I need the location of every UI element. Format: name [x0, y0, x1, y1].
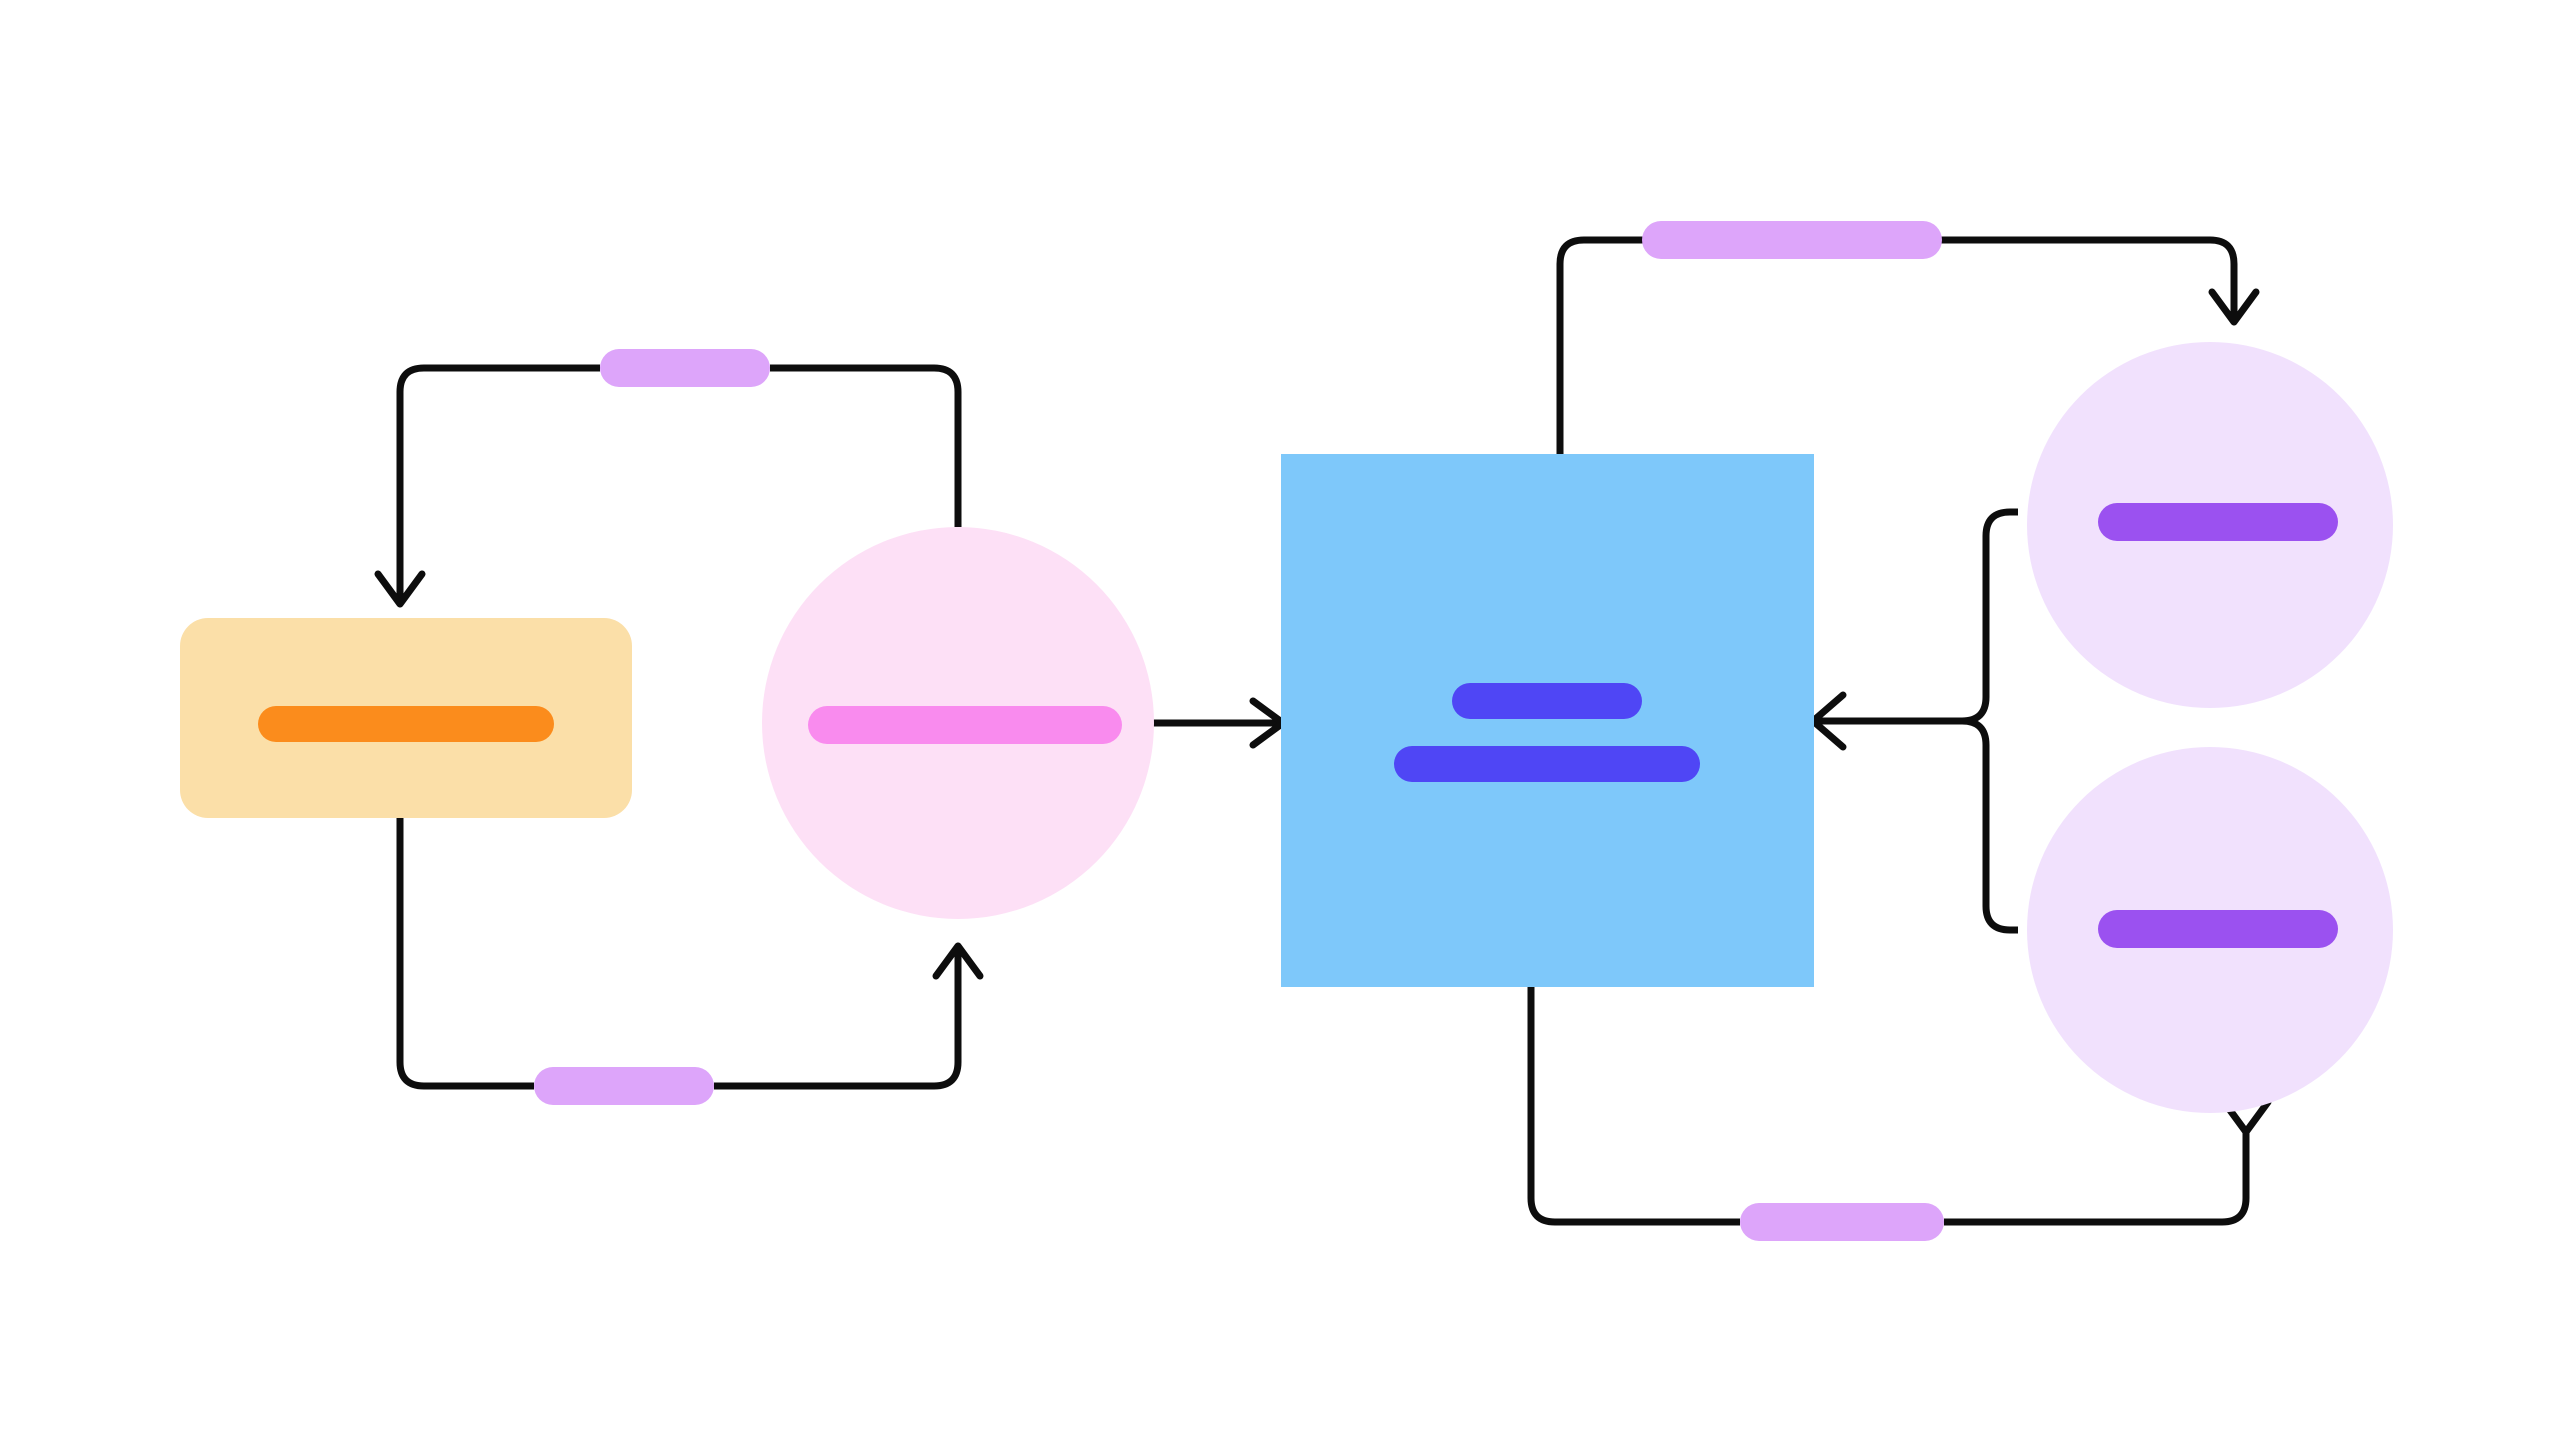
- purple-circle-node-top[interactable]: [2027, 342, 2393, 708]
- blue-square-node-text-bar-2: [1394, 746, 1700, 782]
- edge-orange-to-pink-circle-bottom-loop: [396, 818, 984, 1090]
- edge-label-pill-label-top-left[interactable]: [600, 349, 770, 387]
- purple-circle-node-top-text-bar-1: [2098, 503, 2338, 541]
- edge-blue-square-to-purple-circle-bottom-arrowhead: [2220, 1098, 2272, 1136]
- orange-rounded-rect-node-text-bar-1: [258, 706, 554, 742]
- edge-blue-square-to-purple-circle-bottom-segment-1[interactable]: [1527, 987, 1740, 1226]
- purple-circle-node-bottom-text-bar-1: [2098, 910, 2338, 948]
- edge-blue-square-to-purple-circle-top-segment-2[interactable]: [1830, 236, 2238, 318]
- edges-layer: [374, 236, 2272, 1226]
- edge-label-pill-label-bottom-left[interactable]: [534, 1067, 714, 1105]
- edge-label-pill-label-top-right[interactable]: [1642, 221, 1942, 259]
- edge-pink-circle-to-orange-top-loop-segment-2[interactable]: [396, 364, 600, 600]
- edge-labels-layer: [534, 221, 1944, 1241]
- edge-label-pill-label-bottom-right[interactable]: [1740, 1203, 1944, 1241]
- nodes-layer: [180, 342, 2393, 1113]
- pink-circle-node[interactable]: [762, 527, 1154, 919]
- edge-purple-circles-fan-in-to-blue-square-segment-2[interactable]: [1961, 717, 2018, 934]
- edge-pink-circle-to-orange-top-loop: [374, 364, 962, 608]
- edge-blue-square-to-purple-circle-bottom-segment-2[interactable]: [1944, 1128, 2250, 1226]
- pink-circle-node-text-bar-1: [808, 706, 1122, 744]
- edge-blue-square-to-purple-circle-top-segment-1[interactable]: [1556, 236, 1753, 454]
- edge-blue-square-to-purple-circle-top: [1556, 236, 2260, 454]
- edge-purple-circles-fan-in-to-blue-square-segment-1[interactable]: [1814, 508, 2018, 725]
- edge-blue-square-to-purple-circle-bottom: [1527, 987, 2272, 1226]
- blue-square-node-text-bar-1: [1452, 683, 1642, 719]
- blue-square-node-shape[interactable]: [1281, 454, 1814, 987]
- edge-pink-circle-to-blue-square: [1135, 697, 1287, 749]
- edge-purple-circles-fan-in-to-blue-square: [1809, 508, 2018, 934]
- edge-blue-square-to-purple-circle-top-arrowhead: [2208, 288, 2260, 326]
- purple-circle-node-bottom[interactable]: [2027, 747, 2393, 1113]
- edge-orange-to-pink-circle-bottom-loop-segment-1[interactable]: [396, 818, 534, 1090]
- edge-orange-to-pink-circle-bottom-loop-arrowhead: [932, 942, 984, 980]
- edge-orange-to-pink-circle-bottom-loop-segment-2[interactable]: [714, 950, 962, 1090]
- blue-square-node[interactable]: [1281, 454, 1814, 987]
- edge-pink-circle-to-orange-top-loop-segment-1[interactable]: [770, 364, 962, 527]
- edge-pink-circle-to-orange-top-loop-arrowhead: [374, 570, 426, 608]
- orange-rounded-rect-node[interactable]: [180, 618, 632, 818]
